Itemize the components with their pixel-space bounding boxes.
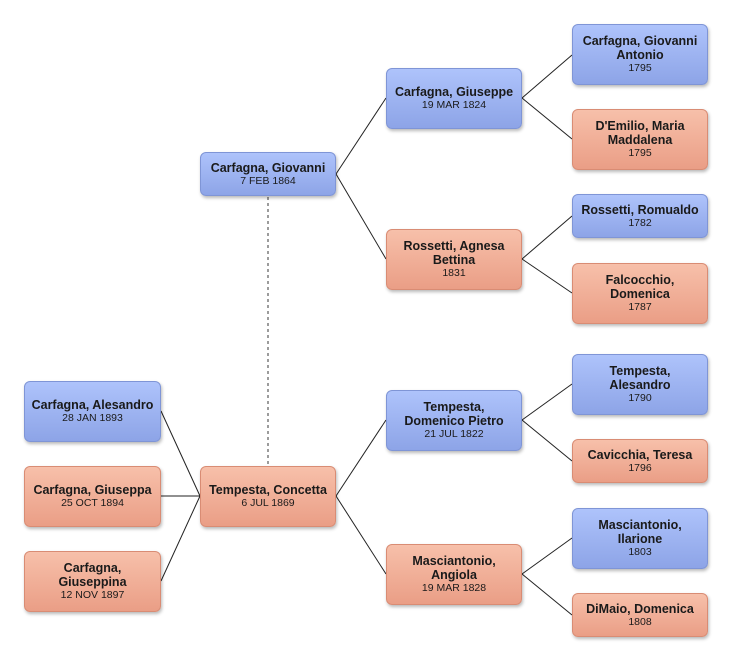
person-name: Carfagna, Giovanni Antonio xyxy=(582,34,698,62)
person-node-fff[interactable]: Carfagna, Giovanni Antonio 1795 xyxy=(572,24,708,85)
person-date: 1790 xyxy=(628,392,652,404)
connector-child1-mother xyxy=(160,410,201,497)
person-date: 21 JUL 1822 xyxy=(424,428,484,440)
person-name: D'Emilio, Maria Maddalena xyxy=(595,119,685,147)
connector-ff-ffm xyxy=(521,97,573,140)
person-date: 1831 xyxy=(442,267,466,279)
connector-mf-mfm xyxy=(521,419,573,462)
connector-mother-mm xyxy=(335,495,387,575)
person-name: Carfagna, Giuseppa xyxy=(33,483,152,497)
person-name: Carfagna, Alesandro xyxy=(31,398,154,412)
person-node-fm[interactable]: Rossetti, Agnesa Bettina 1831 xyxy=(386,229,522,290)
person-node-ff[interactable]: Carfagna, Giuseppe 19 MAR 1824 xyxy=(386,68,522,129)
person-date: 6 JUL 1869 xyxy=(241,497,295,509)
connector-mm-mmm xyxy=(521,573,573,616)
person-name: Falcocchio, Domenica xyxy=(605,273,675,301)
person-name: Carfagna, Giovanni xyxy=(210,160,326,175)
person-name: DiMaio, Domenica xyxy=(586,601,694,616)
person-date: 1796 xyxy=(628,461,652,474)
connector-father-ff xyxy=(335,97,387,175)
person-node-mother[interactable]: Tempesta, Concetta 6 JUL 1869 xyxy=(200,466,336,527)
person-node-mmf[interactable]: Masciantonio, Ilarione 1803 xyxy=(572,508,708,569)
person-date: 1795 xyxy=(628,62,652,74)
person-name: Carfagna, Giuseppina xyxy=(58,561,127,589)
person-node-mmm[interactable]: DiMaio, Domenica 1808 xyxy=(572,593,708,637)
person-node-ffm[interactable]: D'Emilio, Maria Maddalena 1795 xyxy=(572,109,708,170)
person-node-mf[interactable]: Tempesta, Domenico Pietro 21 JUL 1822 xyxy=(386,390,522,451)
person-date: 19 MAR 1824 xyxy=(421,99,487,111)
person-date: 7 FEB 1864 xyxy=(240,174,296,187)
person-name: Rossetti, Agnesa Bettina xyxy=(403,239,505,267)
person-node-mm[interactable]: Masciantonio, Angiola 19 MAR 1828 xyxy=(386,544,522,605)
person-node-child2[interactable]: Carfagna, Giuseppa 25 OCT 1894 xyxy=(24,466,161,527)
connector-mother-mf xyxy=(335,419,387,497)
person-node-father[interactable]: Carfagna, Giovanni 7 FEB 1864 xyxy=(200,152,336,196)
connector-fm-fmf xyxy=(521,215,573,260)
person-name: Carfagna, Giuseppe xyxy=(394,85,514,99)
person-node-child1[interactable]: Carfagna, Alesandro 28 JAN 1893 xyxy=(24,381,161,442)
connector-ff-fff xyxy=(521,54,573,99)
person-name: Tempesta, Alesandro xyxy=(609,364,671,392)
person-node-child3[interactable]: Carfagna, Giuseppina 12 NOV 1897 xyxy=(24,551,161,612)
connector-fm-fmm xyxy=(521,258,573,294)
person-date: 1782 xyxy=(628,216,652,229)
person-name: Rossetti, Romualdo xyxy=(581,202,699,217)
connector-child3-mother xyxy=(160,495,201,582)
connector-father-fm xyxy=(335,173,387,260)
person-node-mff[interactable]: Tempesta, Alesandro 1790 xyxy=(572,354,708,415)
person-date: 19 MAR 1828 xyxy=(421,582,487,594)
person-date: 12 NOV 1897 xyxy=(60,589,125,601)
person-date: 1795 xyxy=(628,147,652,159)
person-date: 28 JAN 1893 xyxy=(62,412,123,424)
person-name: Masciantonio, Ilarione xyxy=(598,518,682,546)
person-name: Masciantonio, Angiola xyxy=(412,554,496,582)
person-name: Tempesta, Domenico Pietro xyxy=(404,400,504,428)
person-node-fmf[interactable]: Rossetti, Romualdo 1782 xyxy=(572,194,708,238)
person-date: 1803 xyxy=(628,546,652,558)
person-node-fmm[interactable]: Falcocchio, Domenica 1787 xyxy=(572,263,708,324)
person-date: 1787 xyxy=(628,301,652,313)
person-name: Tempesta, Concetta xyxy=(209,483,327,497)
person-node-mfm[interactable]: Cavicchia, Teresa 1796 xyxy=(572,439,708,483)
person-date: 1808 xyxy=(628,615,652,628)
person-name: Cavicchia, Teresa xyxy=(587,447,693,462)
connector-mm-mmf xyxy=(521,537,573,575)
person-date: 25 OCT 1894 xyxy=(61,497,124,509)
connector-mf-mff xyxy=(521,383,573,421)
